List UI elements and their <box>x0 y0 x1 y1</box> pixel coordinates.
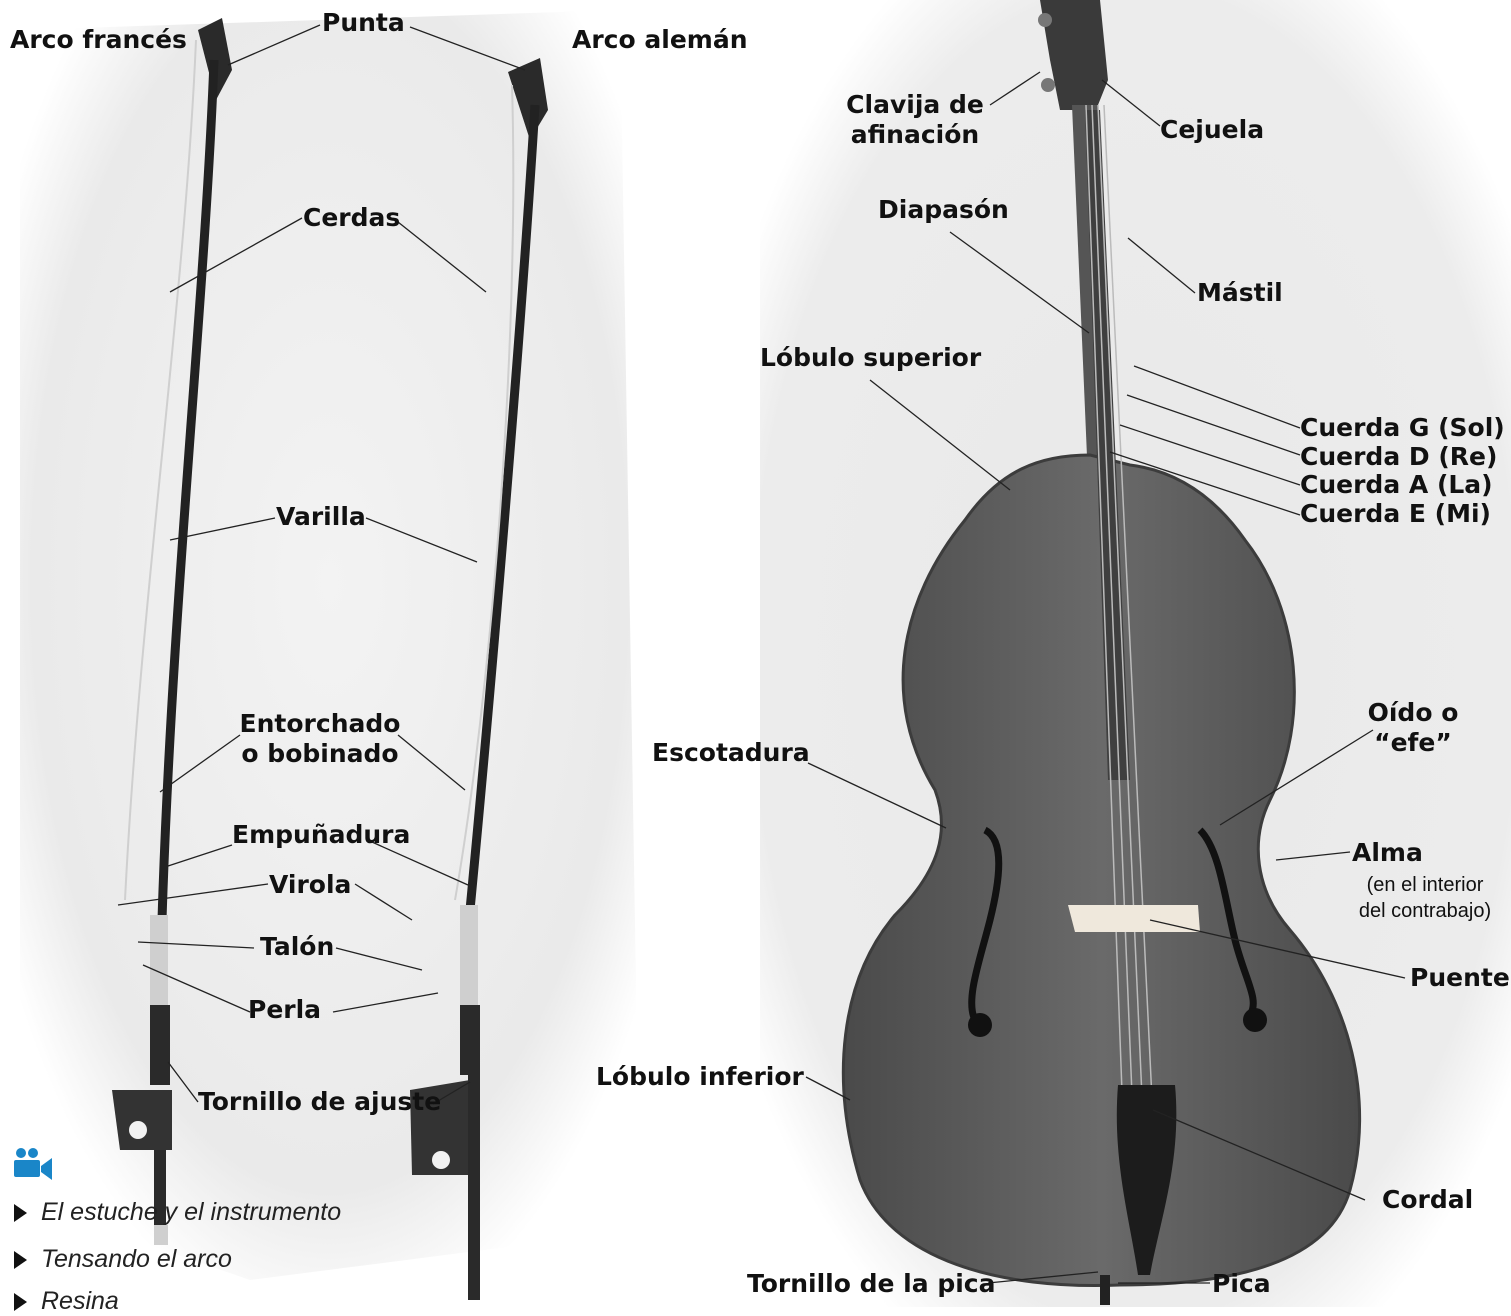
label-tip: Punta <box>322 8 405 38</box>
play-triangle-icon <box>14 1293 27 1311</box>
video-link-rosin-text: Resina <box>41 1287 119 1315</box>
label-string-a: Cuerda A (La) <box>1300 470 1493 500</box>
label-endpin: Pica <box>1212 1269 1271 1299</box>
play-triangle-icon <box>14 1204 27 1222</box>
video-link-tightening[interactable]: Tensando el arco <box>14 1245 232 1274</box>
video-link-case[interactable]: El estuche y el instrumento <box>14 1198 341 1227</box>
label-pearl: Perla <box>248 995 321 1025</box>
label-wrapping-line-1: Entorchado <box>230 709 410 739</box>
label-fingerboard: Diapasón <box>878 195 1009 225</box>
play-triangle-icon <box>14 1251 27 1269</box>
label-tuning-peg: Clavija de afinación <box>845 90 985 150</box>
endpin-shape <box>1100 1275 1110 1305</box>
label-f-hole-line-1: Oído o <box>1343 698 1483 728</box>
video-link-rosin[interactable]: Resina <box>14 1287 119 1316</box>
label-ferrule: Virola <box>269 870 351 900</box>
label-string-d: Cuerda D (Re) <box>1300 442 1497 472</box>
label-f-hole: Oído o “efe” <box>1343 698 1483 758</box>
label-f-hole-line-2: “efe” <box>1343 728 1483 758</box>
video-link-tightening-text: Tensando el arco <box>41 1245 232 1273</box>
label-neck: Mástil <box>1197 278 1283 308</box>
bridge-shape <box>1068 905 1200 932</box>
label-bridge: Puente <box>1410 963 1510 993</box>
label-tuning-peg-line-2: afinación <box>845 120 985 150</box>
label-string-g: Cuerda G (Sol) <box>1300 413 1505 443</box>
label-string-e: Cuerda E (Mi) <box>1300 499 1491 529</box>
label-frog: Talón <box>260 932 334 962</box>
label-soundpost-note-line-1: (en el interior <box>1340 872 1510 898</box>
label-tuning-peg-line-1: Clavija de <box>845 90 985 120</box>
label-french-bow: Arco francés <box>10 25 187 55</box>
label-lower-bout: Lóbulo inferior <box>596 1062 804 1092</box>
label-endpin-screw: Tornillo de la pica <box>747 1269 995 1299</box>
label-tailpiece: Cordal <box>1382 1185 1473 1215</box>
label-wrapping: Entorchado o bobinado <box>230 709 410 769</box>
label-soundpost-note: (en el interior del contrabajo) <box>1340 872 1510 924</box>
label-soundpost: Alma <box>1352 838 1423 868</box>
label-stick: Varilla <box>276 502 366 532</box>
label-soundpost-note-line-2: del contrabajo) <box>1340 898 1510 924</box>
label-c-bout: Escotadura <box>652 738 810 768</box>
video-link-case-text: El estuche y el instrumento <box>41 1198 341 1226</box>
french-pearl <box>129 1121 147 1139</box>
label-german-bow: Arco alemán <box>572 25 748 55</box>
label-upper-bout: Lóbulo superior <box>760 343 981 373</box>
label-nut: Cejuela <box>1160 115 1264 145</box>
label-grip: Empuñadura <box>232 820 410 850</box>
label-wrapping-line-2: o bobinado <box>230 739 410 769</box>
german-pearl <box>432 1151 450 1169</box>
label-adjusting-screw: Tornillo de ajuste <box>198 1087 441 1117</box>
label-hair: Cerdas <box>303 203 400 233</box>
